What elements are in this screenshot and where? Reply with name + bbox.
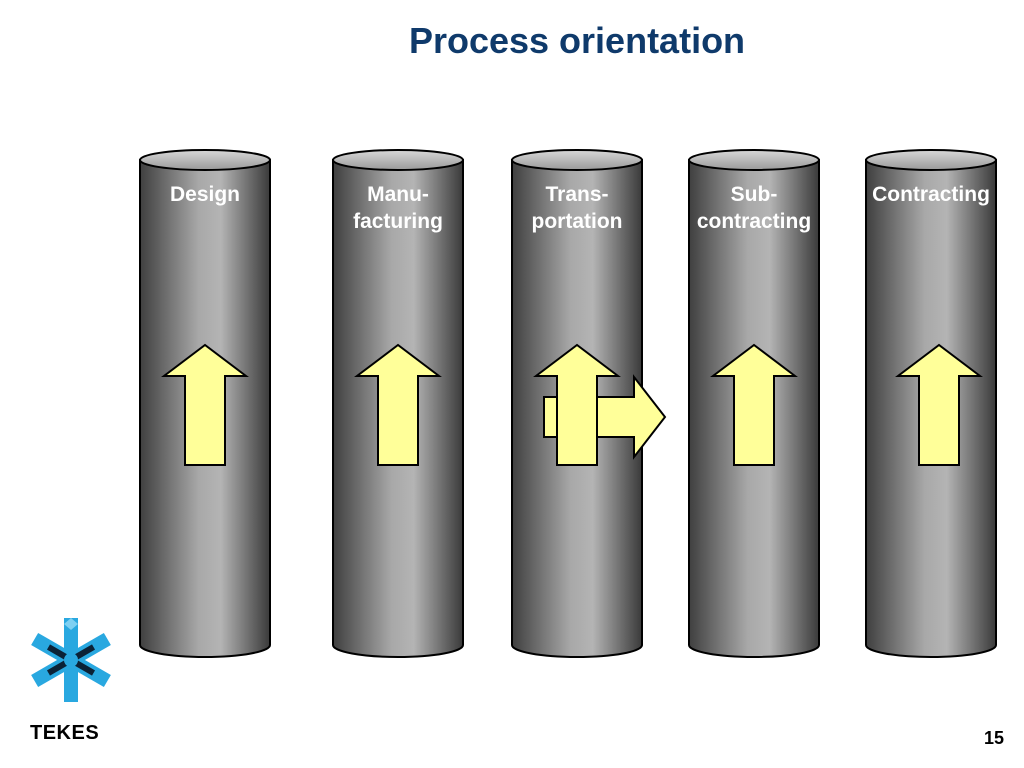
up-arrow-icon xyxy=(533,343,621,466)
tekes-snowflake-icon xyxy=(31,618,111,702)
up-arrow-icon xyxy=(354,343,442,466)
pillar-label-design: Design xyxy=(169,183,240,206)
up-arrow-icon xyxy=(161,343,249,466)
up-arrow-icon xyxy=(895,343,983,466)
pillar-label-manufacturing: Manu- facturing xyxy=(353,183,443,233)
brand-name: TEKES xyxy=(30,722,100,744)
page-number: 15 xyxy=(983,728,1004,748)
page-title: Process orientation xyxy=(408,20,746,61)
pillar-label-contracting: Contracting xyxy=(872,183,990,206)
pillar-label-subcontracting: Sub- contracting xyxy=(696,183,812,233)
up-arrow-icon xyxy=(710,343,798,466)
pillar-label-transportation: Trans- portation xyxy=(531,183,623,233)
